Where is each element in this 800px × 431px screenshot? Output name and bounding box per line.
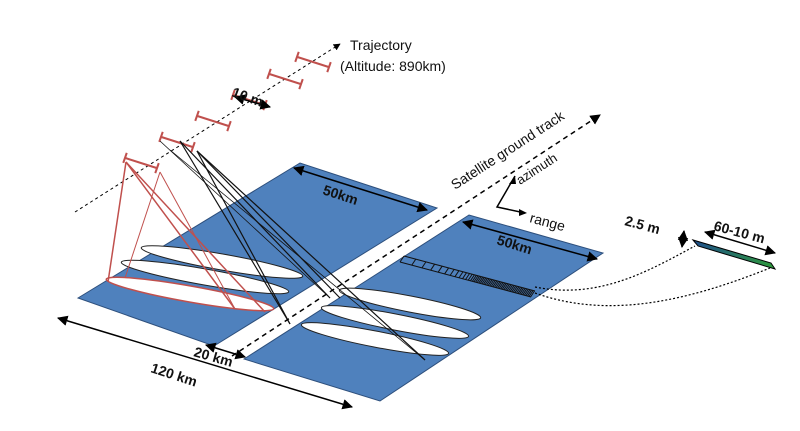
pixel-tick <box>517 287 523 294</box>
pixel-tick <box>522 288 528 296</box>
trajectory-line <box>74 43 341 213</box>
pixel-tick <box>492 280 498 288</box>
pixel-tick <box>430 263 436 271</box>
pixel-tick <box>530 290 536 298</box>
pixel-length-arrow <box>703 229 777 256</box>
pixel-tick <box>519 287 525 295</box>
total-width-arrow <box>56 315 354 410</box>
pixel-tick <box>483 278 488 285</box>
pixel-tick <box>476 276 482 283</box>
pixel-tick <box>481 277 487 285</box>
red-beam <box>107 161 266 313</box>
pixel-tick <box>465 273 470 280</box>
pixel-tick <box>487 279 493 286</box>
pixel-tick <box>523 288 529 296</box>
pixel-tick <box>516 286 521 294</box>
pixel-tick <box>494 280 499 288</box>
ground-track-label: Satellite ground track <box>448 107 568 193</box>
pixel-tick <box>498 282 504 289</box>
pixel-tick <box>525 289 531 296</box>
pixel-tick <box>503 283 509 291</box>
pixel-tick <box>512 285 518 293</box>
azimuth-arrowhead <box>509 176 516 184</box>
pixel-tick <box>454 270 460 277</box>
pixel-tick <box>489 279 495 287</box>
antenna-marker <box>158 131 196 153</box>
trajectory-label: Trajectory <box>350 37 412 53</box>
antenna-positions <box>122 51 332 174</box>
antenna-marker <box>194 110 232 132</box>
antenna-spacing-arrow <box>233 94 272 110</box>
pixel-tick <box>520 288 526 295</box>
pixel-tick <box>505 283 510 291</box>
pixel-tick <box>473 275 479 283</box>
pixel-tick <box>490 280 496 287</box>
antenna-marker <box>266 68 304 90</box>
pixel-tick <box>467 273 473 281</box>
pixel-tick <box>527 289 532 297</box>
pixel-tick <box>511 285 517 293</box>
pixel-tick <box>449 269 455 276</box>
pixel-height-arrow <box>677 229 689 249</box>
footprint-ellipse <box>120 259 290 295</box>
pixel-tick <box>508 284 514 292</box>
pixel-tick <box>411 258 417 266</box>
footprint-ellipse <box>140 245 304 279</box>
connector-bottom <box>534 267 771 307</box>
pixel-tick <box>399 255 405 263</box>
range-arrowhead <box>519 209 527 216</box>
pixel-tick <box>421 261 427 269</box>
antenna-spacing-label: 10 m <box>230 84 265 110</box>
pixel-tick <box>506 284 512 291</box>
range-label: range <box>528 209 567 234</box>
antenna-marker <box>122 152 160 174</box>
footprint-ellipses <box>105 245 482 356</box>
pixel-tick <box>486 278 492 286</box>
pixel-tick <box>458 271 464 279</box>
pixel-tick <box>501 283 507 290</box>
pixel-height-label: 2.5 m <box>623 212 662 237</box>
pixel-tick <box>484 278 490 285</box>
pixel-tick <box>462 272 467 279</box>
pixel-tick <box>509 285 515 292</box>
pixel-tick <box>475 275 481 283</box>
pixel-tick <box>528 290 534 297</box>
pixel-tick <box>479 277 485 284</box>
total-width-label: 120 km <box>149 360 199 390</box>
left-swath-width-arrow <box>292 165 429 213</box>
gap-label: 20 km <box>192 344 235 370</box>
footprint-ellipse <box>338 287 482 321</box>
pixel-tick <box>478 276 484 284</box>
black-beam <box>159 140 426 361</box>
connector-top <box>534 245 696 291</box>
altitude-label: (Altitude: 890km) <box>340 58 446 74</box>
pixel-tick <box>500 282 506 290</box>
pixel-tick <box>497 281 503 289</box>
pixel-tick <box>444 267 450 275</box>
right-swath-width-arrow <box>461 219 599 262</box>
range-pixel-row <box>399 255 536 298</box>
pixel-tick <box>495 281 501 288</box>
pixel-tick <box>471 275 477 282</box>
antenna-marker <box>294 51 332 73</box>
footprint-ellipse <box>320 305 470 339</box>
azimuth-range-axes <box>495 175 526 214</box>
pixel-tick <box>437 265 443 273</box>
pixel-tick <box>514 286 520 293</box>
pixel-tick <box>470 274 475 282</box>
